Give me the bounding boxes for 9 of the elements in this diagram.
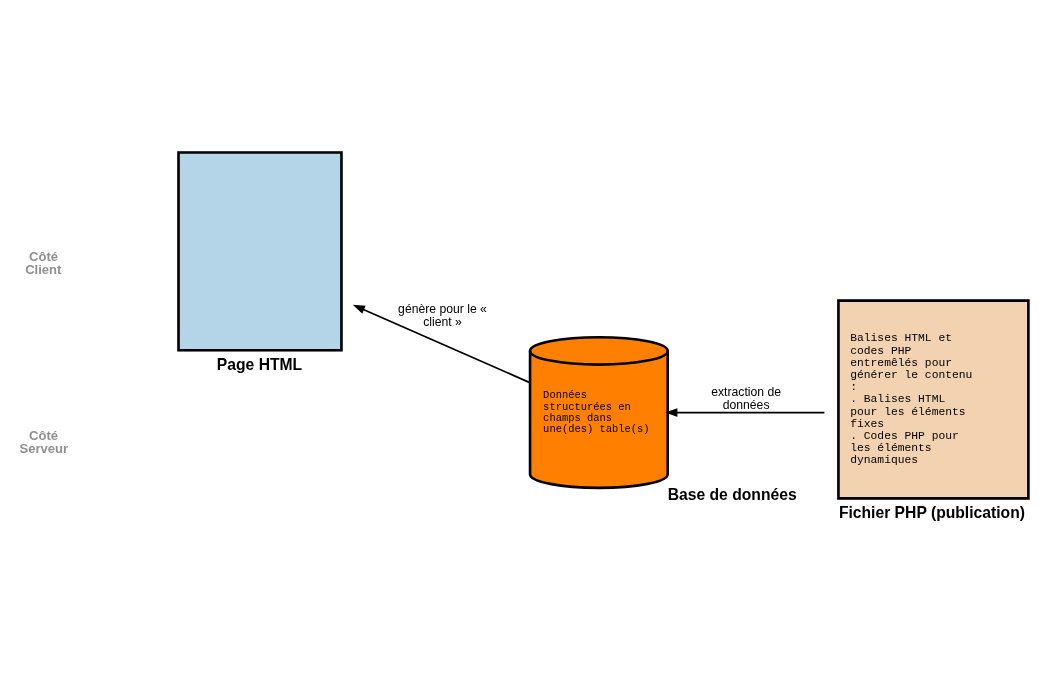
arrow (665, 408, 826, 417)
node-label: Base de données (667, 485, 797, 503)
edge-label: extraction de données (711, 385, 781, 413)
edge-label: génère pour le « client » (398, 302, 487, 330)
node-label: Fichier PHP (publication) (838, 504, 1025, 522)
label: Côté Client (25, 248, 62, 278)
arrow (352, 304, 531, 384)
node-label: Page HTML (216, 356, 303, 374)
label: Côté Serveur (19, 427, 69, 456)
